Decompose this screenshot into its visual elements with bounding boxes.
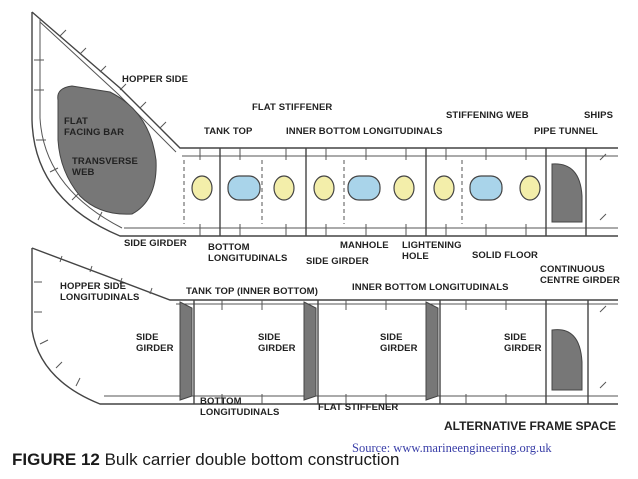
- label-transverse-web-line-2: WEB: [72, 167, 95, 178]
- label-side-girder-2-line-1: SIDE: [258, 332, 281, 343]
- label-continuous-centre-girder-line-2: CENTRE GIRDER: [540, 275, 620, 286]
- figure-number: FIGURE 12: [12, 450, 100, 469]
- label-side-girder-4-line-1: SIDE: [504, 332, 527, 343]
- pipe-tunnel-bottom: [551, 329, 583, 391]
- label-side-girder-2-line-2: GIRDER: [258, 343, 296, 354]
- label-side-girder-mid: SIDE GIRDER: [306, 256, 369, 267]
- manholes-top: [227, 175, 503, 201]
- label-solid-floor: SOLID FLOOR: [472, 250, 538, 261]
- label-bottom-longitudinals-top-line-1: BOTTOM: [208, 242, 250, 253]
- label-lightening-hole-line-2: HOLE: [402, 251, 429, 262]
- label-stiffening-web: STIFFENING WEB: [446, 110, 529, 121]
- label-hopper-side: HOPPER SIDE: [122, 74, 188, 85]
- pipe-tunnel-top: [551, 163, 583, 223]
- label-hopper-side-longitudinals-line-1: HOPPER SIDE: [60, 281, 126, 292]
- figure-caption: FIGURE 12 Bulk carrier double bottom con…: [12, 450, 399, 470]
- label-inner-bottom-longitudinals-bottom: INNER BOTTOM LONGITUDINALS: [352, 282, 509, 293]
- label-bottom-longitudinals-top-line-2: LONGITUDINALS: [208, 253, 287, 264]
- figure-caption-text: Bulk carrier double bottom construction: [104, 450, 400, 469]
- label-bottom-longitudinals-bottom-line-2: LONGITUDINALS: [200, 407, 279, 418]
- label-side-girder-3-line-2: GIRDER: [380, 343, 418, 354]
- label-side-girder-4-line-2: GIRDER: [504, 343, 542, 354]
- label-alternative-frame-space: ALTERNATIVE FRAME SPACE: [444, 419, 616, 433]
- label-pipe-tunnel: PIPE TUNNEL: [534, 126, 598, 137]
- label-flat-stiffener-top: FLAT STIFFENER: [252, 102, 332, 113]
- label-flat-stiffener-bottom: FLAT STIFFENER: [318, 402, 398, 413]
- label-hopper-side-longitudinals-line-2: LONGITUDINALS: [60, 292, 139, 303]
- top-frame-view: [31, 11, 618, 237]
- label-manhole: MANHOLE: [340, 240, 389, 251]
- label-side-girder-1-line-1: SIDE: [136, 332, 159, 343]
- label-lightening-hole-line-1: LIGHTENING: [402, 240, 462, 251]
- label-side-girder-3-line-1: SIDE: [380, 332, 403, 343]
- lightening-holes-top: [191, 175, 541, 201]
- label-flat-facing-bar-line-2: FACING BAR: [64, 127, 124, 138]
- label-side-girder-1-line-2: GIRDER: [136, 343, 174, 354]
- label-tank-top-inner-bottom: TANK TOP (INNER BOTTOM): [186, 286, 318, 297]
- label-continuous-centre-girder-line-1: CONTINUOUS: [540, 264, 605, 275]
- label-side-girder-top: SIDE GIRDER: [124, 238, 187, 249]
- label-flat-facing-bar-line-1: FLAT: [64, 116, 88, 127]
- label-bottom-longitudinals-bottom-line-1: BOTTOM: [200, 396, 242, 407]
- side-girders-bottom: [179, 301, 439, 401]
- label-tank-top: TANK TOP: [204, 126, 253, 137]
- label-transverse-web-line-1: TRANSVERSE: [72, 156, 138, 167]
- source-credit: Source: www.marineengineering.org.uk: [352, 441, 552, 455]
- bottom-frame-view: [31, 247, 618, 405]
- label-inner-bottom-longitudinals-top: INNER BOTTOM LONGITUDINALS: [286, 126, 443, 137]
- label-ships: SHIPS: [584, 110, 613, 121]
